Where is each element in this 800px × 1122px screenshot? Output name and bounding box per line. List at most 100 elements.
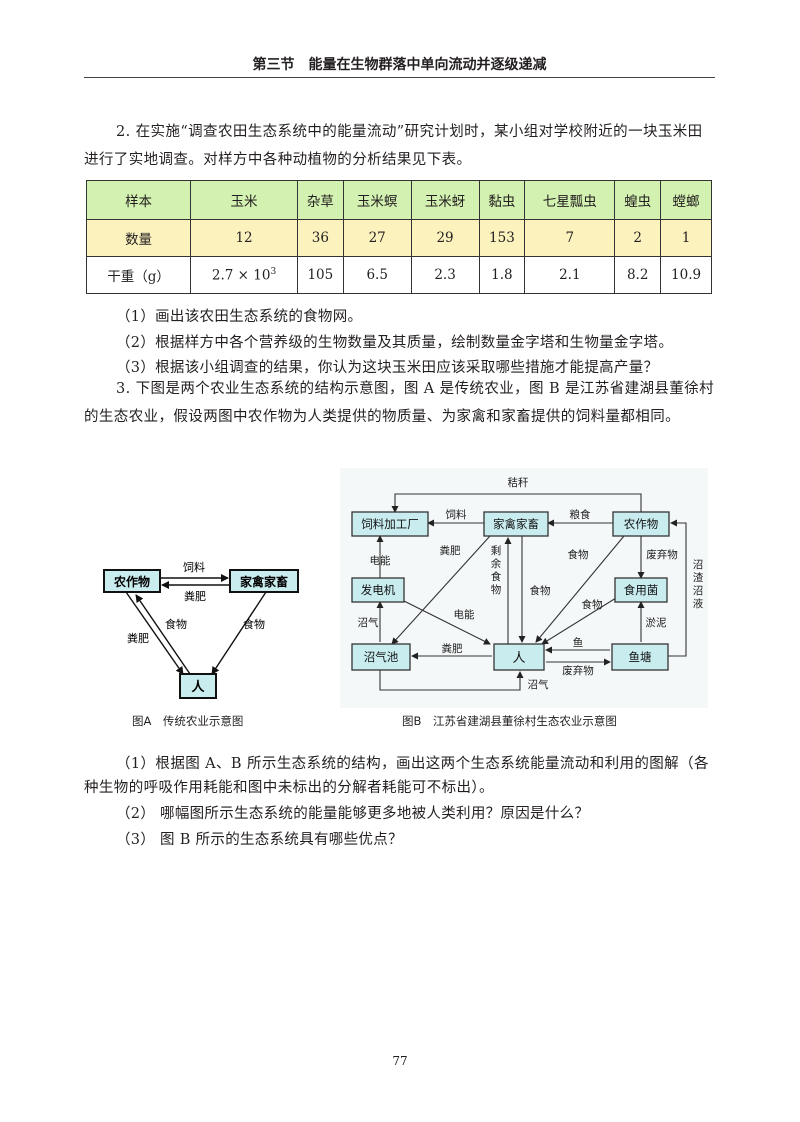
table-cell: 玉米螟: [342, 180, 412, 220]
label-food-left: 食物: [165, 617, 187, 631]
table-cell: 2.1: [524, 256, 616, 294]
label-biogas-1: 沼气: [358, 616, 379, 629]
node-livestock-label: 家禽家畜: [240, 574, 288, 589]
label-food-1: 食物: [530, 584, 551, 597]
label-slurry: 沼渣沼液: [693, 558, 704, 610]
weight-exponent: 3: [270, 266, 277, 277]
node-mushroom-label: 食用菌: [624, 583, 659, 597]
node-generator: [351, 577, 405, 603]
node-livestock-label: 家禽家畜: [493, 517, 539, 531]
label-food-2: 食物: [568, 548, 589, 561]
table-row-count: 数量 12 36 27 29 153 7 2 1: [85, 219, 712, 257]
table-cell: 黏虫: [478, 180, 526, 220]
weight-base: 2.7 × 10: [211, 267, 271, 284]
node-feed-mill-label: 饲料加工厂: [361, 517, 419, 531]
table-cell: 蝗虫: [614, 180, 662, 220]
label-grain: 粮食: [570, 508, 591, 521]
table-cell: 玉米: [190, 180, 298, 220]
table-cell: 螳螂: [660, 180, 712, 220]
table-cell: 27: [342, 219, 412, 257]
node-crops-label: 农作物: [624, 517, 659, 531]
page-header-title: 第三节 能量在生物群落中单向流动并逐级递减: [252, 57, 547, 73]
header-rule: [84, 77, 715, 78]
label-food-right: 食物: [243, 617, 265, 631]
arrow-food-right: [211, 591, 267, 675]
node-biogas-pit: [351, 643, 411, 671]
node-generator-label: 发电机: [361, 583, 396, 597]
label-food-3: 食物: [582, 598, 603, 611]
node-feed-mill: [351, 511, 429, 537]
label-feed: 饲料: [183, 560, 205, 574]
table-cell: 2: [614, 219, 662, 257]
table-cell: 样本: [85, 180, 192, 220]
arrow-straw: [391, 493, 642, 514]
node-biogas-pit-label: 沼气池: [364, 650, 399, 664]
table-cell: 7: [524, 219, 616, 257]
node-human: [493, 643, 545, 671]
node-livestock: [483, 511, 549, 537]
table-cell: 105: [296, 256, 344, 294]
table-row-weight: 干重（g） 2.7 × 103 105 6.5 2.3 1.8 2.1 8.2 …: [85, 256, 712, 294]
figure-b-diagram: 饲料加工厂 家禽家畜 农作物 发电机 食用菌 沼气池 人 鱼塘 秸秆 饲料 粮食…: [340, 468, 708, 708]
question-3-part-3: （3） 图 B 所示的生态系统具有哪些优点？: [116, 832, 403, 848]
table-cell: 杂草: [296, 180, 344, 220]
table-cell: 36: [296, 219, 344, 257]
question-3-part-1: （1）根据图 A、B 所示生态系统的结构，画出这两个生态系统能量流动和利用的图解…: [84, 756, 709, 796]
table-cell: 干重（g）: [85, 256, 192, 294]
node-human: [179, 673, 217, 699]
arrow-biogas-2: [379, 670, 524, 691]
node-human-label: 人: [191, 679, 205, 695]
question-2-part-1: （1）画出该农田生态系统的食物网。: [116, 309, 363, 325]
table-cell: 七星瓢虫: [524, 180, 616, 220]
table-cell: 6.5: [342, 256, 412, 294]
label-manure-top: 粪肥: [184, 589, 206, 603]
table-cell: 数量: [85, 219, 192, 257]
label-manure-1: 粪肥: [440, 544, 461, 557]
question-2-part-3: （3）根据该小组调查的结果，你认为这块玉米田应该采取哪些措施才能提高产量？: [116, 360, 659, 376]
node-crops: [103, 569, 161, 593]
node-crops-label: 农作物: [113, 574, 150, 589]
label-waste-1: 废弃物: [646, 548, 678, 561]
table-cell: 12: [190, 219, 298, 257]
table-cell: 8.2: [614, 256, 662, 294]
arrow-food-2: [535, 535, 625, 643]
label-waste-2: 废弃物: [562, 664, 594, 677]
question-2-part-2: （2）根据样方中各个营养级的生物数量及其质量，绘制数量金字塔和生物量金字塔。: [116, 335, 674, 351]
question-3-part-2: （2） 哪幅图所示生态系统的能量能够更多地被人类利用？原因是什么？: [116, 806, 590, 822]
page-number: 77: [392, 1054, 408, 1068]
figure-a-diagram: 农作物 家禽家畜 人 饲料 粪肥 粪肥 食物 食物: [103, 560, 299, 699]
node-livestock: [229, 569, 299, 593]
node-human-label: 人: [512, 651, 525, 666]
label-manure-2: 粪肥: [442, 642, 463, 655]
table-cell: 29: [410, 219, 480, 257]
label-electric-2: 电能: [454, 608, 475, 621]
table-cell: 玉米蚜: [410, 180, 480, 220]
arrow-slurry: [668, 519, 687, 657]
table-cell: 1.8: [478, 256, 526, 294]
table-header-row: 样本 玉米 杂草 玉米螟 玉米蚜 黏虫 七星瓢虫 蝗虫 螳螂: [85, 180, 712, 220]
node-mushroom: [614, 577, 668, 603]
node-crops: [612, 511, 670, 537]
label-biogas-2: 沼气: [528, 678, 549, 691]
label-silt: 淤泥: [646, 616, 667, 629]
question-2-text: 2. 在实施“调查农田生态系统中的能量流动”研究计划时，某小组对学校附近的一块玉…: [84, 124, 703, 168]
figure-a-caption: 图A 传统农业示意图: [132, 714, 244, 728]
arrow-electric-2: [401, 599, 491, 645]
arrow-manure-left: [135, 594, 191, 675]
label-feed: 饲料: [446, 508, 467, 521]
question-3-text: 3. 下图是两个农业生态系统的结构示意图，图 A 是传统农业，图 B 是江苏省建…: [84, 381, 715, 425]
table-cell: 10.9: [660, 256, 712, 294]
survey-table: 样本 玉米 杂草 玉米螟 玉米蚜 黏虫 七星瓢虫 蝗虫 螳螂 数量 12 36 …: [85, 180, 712, 294]
label-manure-left: 粪肥: [127, 631, 149, 645]
node-fishpond: [611, 643, 669, 671]
arrow-food-3: [541, 597, 617, 645]
arrow-food-left: [125, 591, 184, 675]
label-fish: 鱼: [573, 636, 584, 649]
arrow-manure-1: [391, 535, 491, 645]
label-electric-1: 电能: [370, 554, 391, 567]
table-cell: 2.3: [410, 256, 480, 294]
table-cell: 2.7 × 103: [190, 256, 298, 294]
node-fishpond-label: 鱼塘: [629, 650, 652, 664]
label-straw: 秸秆: [508, 476, 529, 489]
table-cell: 153: [478, 219, 526, 257]
